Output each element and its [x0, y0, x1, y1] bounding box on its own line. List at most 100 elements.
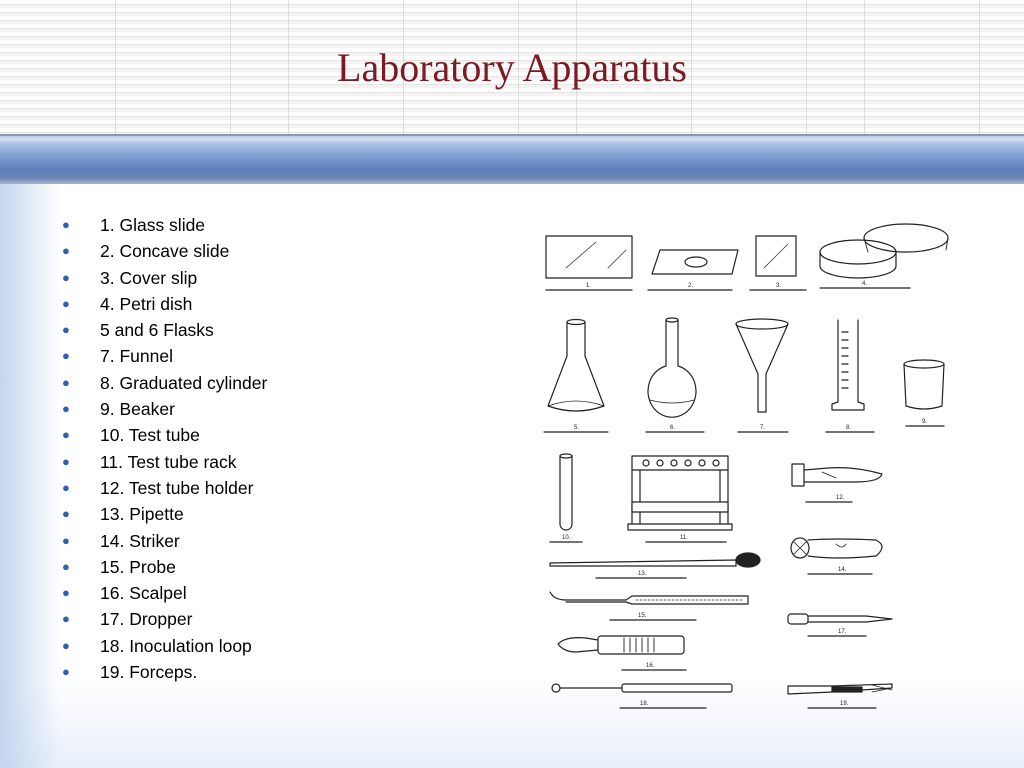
label-16: 16.: [646, 663, 655, 669]
probe-drawing: 15.: [549, 591, 749, 621]
list-item-text: 9. Beaker: [100, 399, 175, 420]
list-item-text: 1. Glass slide: [100, 215, 206, 235]
apparatus-illustration: 1. 2. 3. 4. 5.: [536, 206, 960, 718]
label-5: 5.: [574, 425, 579, 431]
list-item-text: 17. Dropper: [100, 609, 193, 630]
bullet-icon: ●: [62, 637, 70, 653]
header-gridline: [864, 0, 865, 136]
apparatus-list: ● 1. Glass slide ● 2. Concave slide ● 3. Co…: [60, 212, 267, 685]
list-item-text: 3. Cover slip: [100, 267, 198, 288]
round-flask-drawing: 6.: [645, 317, 705, 433]
list-item-text: 7. Funnel: [100, 346, 173, 367]
label-15: 15.: [638, 613, 647, 619]
list-item: ● 10. Test tube: [60, 422, 267, 448]
funnel-drawing: 7.: [735, 318, 789, 433]
list-item-text: 19. Forceps.: [100, 662, 198, 683]
left-glow: [0, 184, 60, 768]
label-6: 6.: [670, 425, 675, 431]
list-item: ● 9. Beaker: [60, 396, 267, 422]
conical-flask-drawing: 5.: [543, 318, 609, 433]
header-gridline: [806, 0, 807, 136]
label-14: 14.: [838, 567, 847, 573]
header-background: [0, 0, 1024, 136]
label-13: 13.: [638, 571, 647, 577]
list-item-text: 13. Pipette: [100, 504, 184, 525]
label-10: 10.: [562, 535, 571, 541]
test-tube-drawing: 10.: [549, 453, 583, 543]
pipette-drawing: 13.: [549, 552, 761, 579]
list-item-text: 2. Concave slide: [100, 241, 230, 262]
cover-slip-drawing: 3.: [749, 235, 807, 291]
bullet-icon: ●: [62, 664, 70, 680]
list-item: ● 7. Funnel: [60, 343, 267, 369]
blue-divider-band: [0, 136, 1024, 184]
list-item-text: 18. Inoculation loop: [100, 635, 252, 656]
header-gridline: [230, 0, 231, 136]
striker-drawing: 14.: [790, 537, 883, 575]
bullet-icon: ●: [62, 532, 70, 548]
header-gridline: [518, 0, 519, 136]
list-item-text: 16. Scalpel: [100, 583, 187, 604]
bullet-icon: ●: [62, 558, 70, 574]
list-item: ● 1. Glass slide: [60, 212, 267, 238]
label-3: 3.: [776, 283, 781, 289]
label-18: 18.: [640, 701, 649, 707]
label-9: 9.: [922, 419, 927, 425]
bullet-icon: ●: [62, 453, 70, 469]
test-tube-rack-drawing: 11.: [627, 455, 733, 543]
bullet-icon: ●: [62, 348, 70, 364]
bullet-icon: ●: [62, 401, 70, 417]
bullet-icon: ●: [62, 427, 70, 443]
label-2: 2.: [688, 283, 693, 289]
label-11: 11.: [680, 535, 688, 541]
bullet-icon: ●: [62, 243, 70, 259]
list-item: ●12. Test tube holder: [60, 475, 267, 501]
list-item: ●15. Probe: [60, 554, 267, 580]
label-19: 19.: [840, 701, 849, 707]
bullet-icon: ●: [62, 295, 70, 311]
graduated-cylinder-drawing: 8.: [825, 319, 875, 433]
petri-dish-drawing: 4.: [819, 223, 949, 289]
label-1: 1.: [586, 283, 591, 289]
header-gridline: [691, 0, 692, 136]
header-gridline: [115, 0, 116, 136]
bullet-icon: ●: [62, 506, 70, 522]
list-item-text: 10. Test tube: [100, 425, 200, 446]
list-item: ●5 and 6 Flasks: [60, 317, 267, 343]
label-7: 7.: [760, 425, 765, 431]
label-12: 12.: [836, 495, 845, 501]
list-item: ● 2. Concave slide: [60, 238, 267, 264]
bullet-icon: ●: [62, 269, 70, 285]
label-8: 8.: [846, 425, 851, 431]
list-item-text: 8. Graduated cylinder: [100, 372, 268, 393]
list-item: ● 17. Dropper: [60, 606, 267, 632]
dropper-drawing: 17.: [787, 613, 893, 637]
bullet-icon: ●: [62, 585, 70, 601]
list-item-text: 11. Test tube rack: [100, 451, 237, 472]
bottom-glow: [0, 680, 1024, 768]
bullet-icon: ●: [62, 374, 70, 390]
list-item: ● 16. Scalpel: [60, 580, 267, 606]
band-edge: [0, 134, 1024, 136]
scalpel-drawing: 16.: [557, 635, 687, 671]
bullet-icon: ●: [62, 217, 70, 232]
bullet-icon: ●: [62, 611, 70, 627]
concave-slide-drawing: 2.: [647, 249, 739, 291]
header-gridline: [403, 0, 404, 136]
list-item-text: 4. Petri dish: [100, 293, 193, 314]
label-17: 17.: [838, 629, 847, 635]
list-item: ● 4. Petri dish: [60, 291, 267, 317]
test-tube-holder-drawing: 12.: [791, 463, 883, 503]
list-item: ● 19. Forceps.: [60, 659, 267, 685]
list-item: ● 3. Cover slip: [60, 265, 267, 291]
list-item: ● 14. Striker: [60, 528, 267, 554]
header-gridline: [979, 0, 980, 136]
list-item-text: 14. Striker: [100, 530, 180, 551]
list-item: ● 11. Test tube rack: [60, 449, 267, 475]
bullet-icon: ●: [62, 479, 70, 495]
list-item: ● 13. Pipette: [60, 501, 267, 527]
slide-title: Laboratory Apparatus: [337, 45, 687, 90]
inoculation-loop-drawing: 18.: [551, 683, 733, 709]
bullet-icon: ●: [62, 322, 70, 338]
list-item: ● 8. Graduated cylinder: [60, 370, 267, 396]
